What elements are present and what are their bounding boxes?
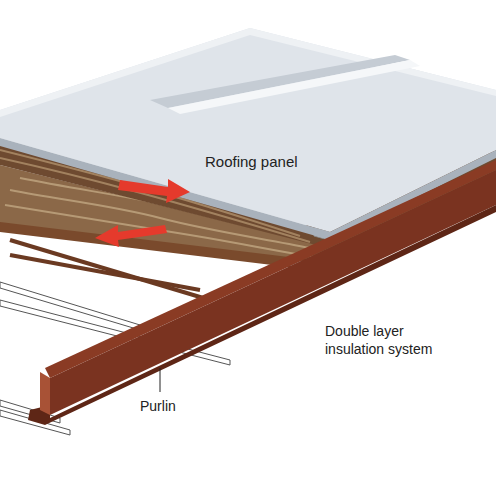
panel-rib-light [168, 60, 420, 114]
roof-panel-highlight [0, 28, 496, 117]
purlin-flange [45, 160, 496, 378]
part-label: Double layer insulation system [325, 323, 465, 358]
red-arrow [118, 179, 190, 203]
part-label: Purlin [140, 398, 220, 416]
panel-rib [150, 55, 410, 108]
part-label: Roofing panel [205, 153, 335, 172]
purlin-lip [28, 205, 496, 425]
leader-line [160, 368, 161, 392]
red-arrow [95, 225, 167, 247]
purlin-end [40, 372, 50, 415]
purlin-web [50, 170, 496, 415]
bracing [10, 240, 210, 300]
